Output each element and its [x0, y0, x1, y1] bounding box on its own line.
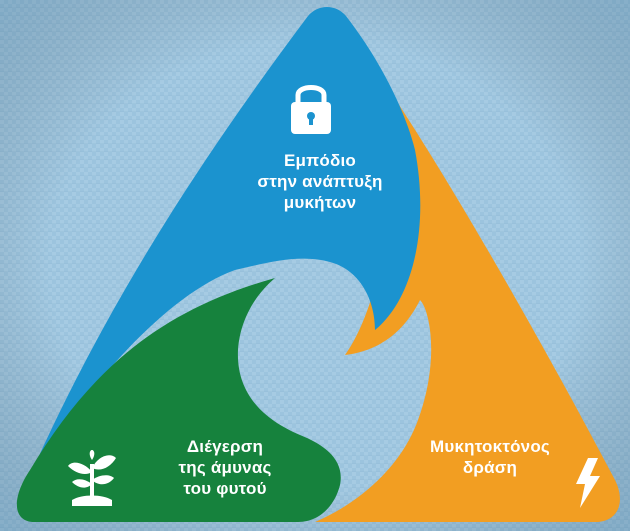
lightning-icon: [576, 458, 600, 508]
segment-blue-label: Εμπόδιο στην ανάπτυξη μυκήτων: [257, 151, 383, 212]
padlock-icon: [291, 85, 331, 134]
sprout-icon: [68, 450, 116, 506]
segment-orange-label: Μυκητοκτόνος δράση: [430, 437, 550, 477]
segment-green-label: Διέγερση της άμυνας του φυτού: [178, 437, 272, 498]
